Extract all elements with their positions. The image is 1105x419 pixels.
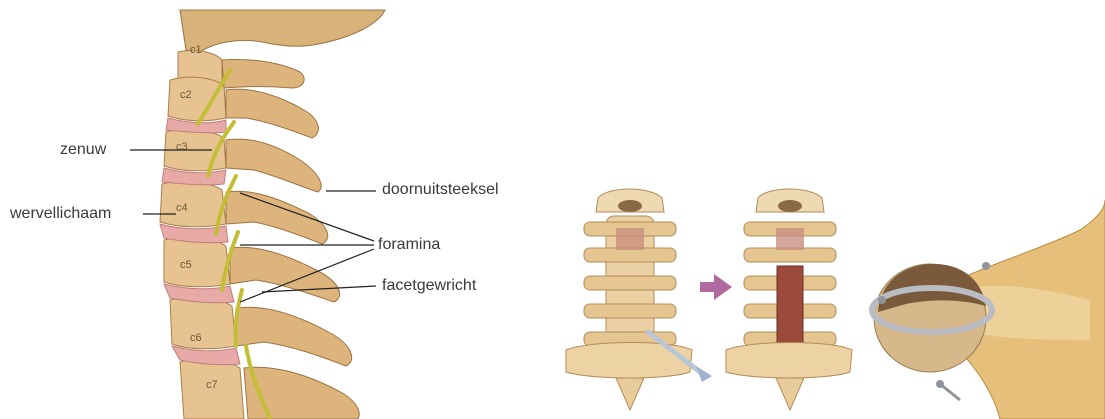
vertebra-label-c4: c4 (176, 202, 188, 214)
cervical-spine-lateral-illustration: c1 c2 c3 c4 c5 c6 c7 (160, 10, 385, 419)
vertebra-label-c7: c7 (206, 379, 218, 391)
label-doornuitsteeksel: doornuitsteeksel (382, 181, 499, 199)
label-zenuw: zenuw (60, 141, 106, 159)
posterior-spine-before (566, 189, 712, 410)
posterior-spine-after (726, 189, 852, 410)
vertebra-label-c3: c3 (176, 141, 188, 153)
vertebra-label-c5: c5 (180, 259, 192, 271)
vertebra-label-c1: c1 (190, 44, 202, 56)
skull-base (180, 10, 385, 52)
label-foramina: foramina (378, 236, 440, 254)
vertebra-label-c6: c6 (190, 332, 202, 344)
posterior-elements (222, 60, 359, 419)
label-wervellichaam: wervellichaam (10, 205, 111, 223)
label-facetgewricht: facetgewricht (382, 277, 476, 295)
right-arrow-icon (700, 274, 732, 300)
halo-skull-illustration (872, 200, 1105, 419)
vertebra-label-c2: c2 (180, 89, 192, 101)
